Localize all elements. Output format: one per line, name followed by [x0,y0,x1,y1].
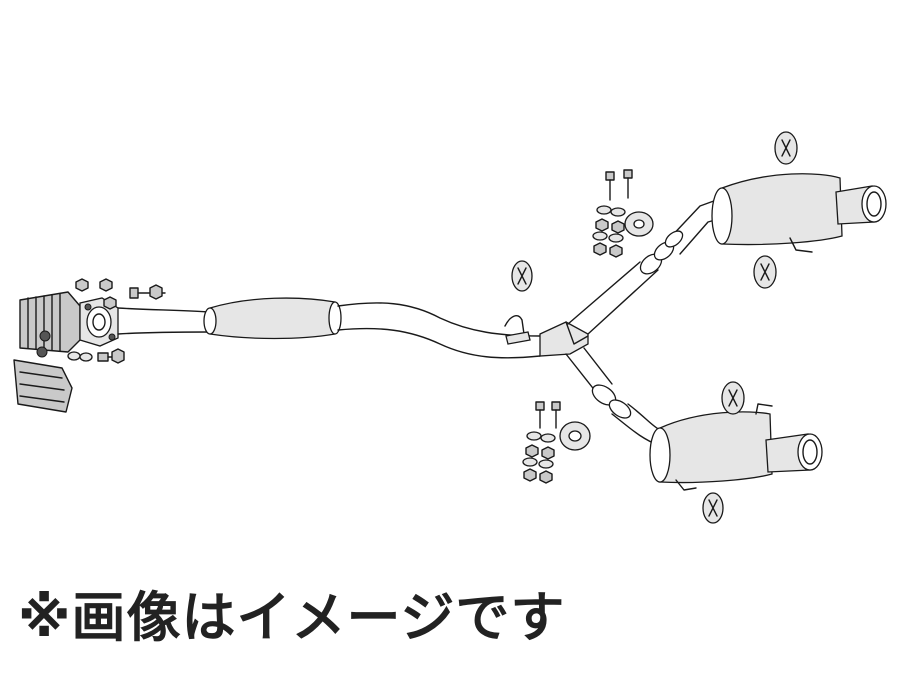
exhaust-system-diagram [13,131,887,524]
rubber-hanger [624,211,654,237]
rubber-hanger [702,492,724,524]
rubber-hanger [559,421,591,451]
upper-hardware [592,169,633,258]
rubber-hanger [753,255,777,289]
catalytic-converter [13,291,81,413]
y-pipe [504,315,589,357]
center-resonator [203,297,342,340]
mid-pipe [337,302,541,359]
lower-hardware [522,401,561,484]
front-flange-gasket [79,297,119,347]
left-muffler [649,403,773,491]
lower-branch-pipe [565,347,661,447]
center-pipe [117,307,209,335]
rubber-hanger [721,381,745,415]
front-bolts-nuts [67,278,166,364]
right-tailpipe [835,185,887,225]
rubber-hanger [511,260,533,292]
disclaimer-caption: ※画像はイメージです [18,586,566,649]
left-tailpipe [765,433,823,473]
rubber-hanger [774,131,798,165]
right-muffler [711,173,843,253]
